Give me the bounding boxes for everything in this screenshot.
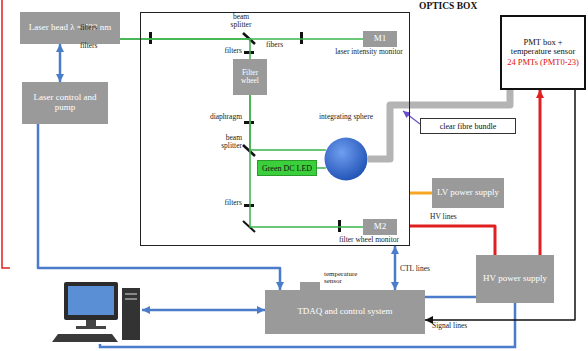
node-heading: integrating sphere [318, 113, 374, 121]
callout-arrow [403, 111, 420, 124]
node-body: Filter wheel [233, 67, 267, 88]
frame-line [2, 0, 10, 268]
part-label: beam splitter [226, 13, 256, 29]
connector [394, 246, 397, 290]
connector [59, 44, 62, 82]
part-label: fibers [266, 41, 296, 49]
node-body: clear fibre bundle [421, 120, 515, 133]
process-box: HV power supply [476, 255, 554, 303]
node-body: M2 [363, 220, 397, 234]
node-body: HV power supply [476, 272, 554, 286]
filter-mark [149, 32, 152, 44]
part-label: Signal lines [432, 322, 482, 330]
part-label: filters [216, 47, 242, 55]
node-heading: OPTICS BOX [419, 1, 491, 11]
node-body: PMT box + temperature sensor 24 PMTs (PMT… [502, 35, 584, 69]
part-label: filters [216, 199, 242, 207]
part-label: laser intensity monitor [332, 48, 406, 56]
node-body: TDAQ and control system [265, 305, 425, 319]
node-text: TDAQ and control system [297, 307, 392, 317]
node-text: Laser control and pump [25, 93, 105, 113]
part-label: fibers [80, 24, 110, 32]
part-label: diaphragm [200, 113, 242, 121]
process-box: LV power supply [432, 178, 504, 208]
computer-icon [52, 282, 140, 342]
connector [425, 296, 476, 299]
part-label: HV lines [430, 213, 470, 221]
part-label: CTL lines [400, 265, 440, 273]
node-text: Green DC LED [262, 164, 312, 173]
node-body: Laser head λ = 532 nm [20, 21, 120, 35]
node-body: LV power supply [432, 186, 504, 200]
integrating-sphere: integrating sphere [324, 137, 368, 181]
diaphragm-mark [244, 121, 254, 124]
process-box: Laser head λ = 532 nm [20, 12, 120, 44]
node-text: Filter wheel [236, 69, 264, 86]
node-text: 24 PMTs (PMT0-23) [507, 58, 579, 67]
node-heading: temperature sensor [324, 271, 364, 286]
connector [410, 192, 432, 195]
filter-mark [244, 204, 254, 207]
node-text: M2 [374, 222, 387, 232]
filter-mark [300, 32, 303, 44]
part-label: beam splitter [206, 134, 242, 150]
process-box: Laser control and pump [22, 82, 108, 124]
connector [250, 95, 326, 150]
node-text: Laser head λ = 532 nm [29, 23, 112, 33]
process-box: M2 [363, 219, 397, 235]
filter-mark [244, 51, 254, 54]
connector [38, 124, 280, 290]
process-box: M1 [363, 31, 397, 47]
pmt-box: PMT box + temperature sensor 24 PMTs (PMT… [500, 15, 586, 90]
process-box: TDAQ and control system [265, 290, 425, 334]
node-body: Green DC LED [258, 162, 316, 175]
control-wire [142, 309, 265, 312]
node-text: clear fibre bundle [440, 122, 496, 131]
sensor-box: temperature sensor [300, 282, 320, 291]
node-text: M1 [374, 34, 387, 44]
connector [410, 226, 495, 255]
connector [539, 90, 542, 255]
node-body: Laser control and pump [22, 91, 108, 115]
connector [317, 167, 326, 169]
sphere-shape [324, 137, 368, 181]
part-label: filter wheel monitor [332, 236, 406, 244]
node-body: M1 [363, 32, 397, 46]
node-text: PMT box + temperature sensor [505, 37, 581, 56]
led-box: Green DC LED [257, 160, 317, 176]
part-label: filters [80, 42, 110, 50]
process-box: Filter wheel [233, 59, 267, 95]
node-text: HV power supply [483, 274, 547, 284]
node-text: LV power supply [437, 188, 499, 198]
filter-mark [338, 220, 341, 232]
callout-box: clear fibre bundle [420, 118, 516, 134]
